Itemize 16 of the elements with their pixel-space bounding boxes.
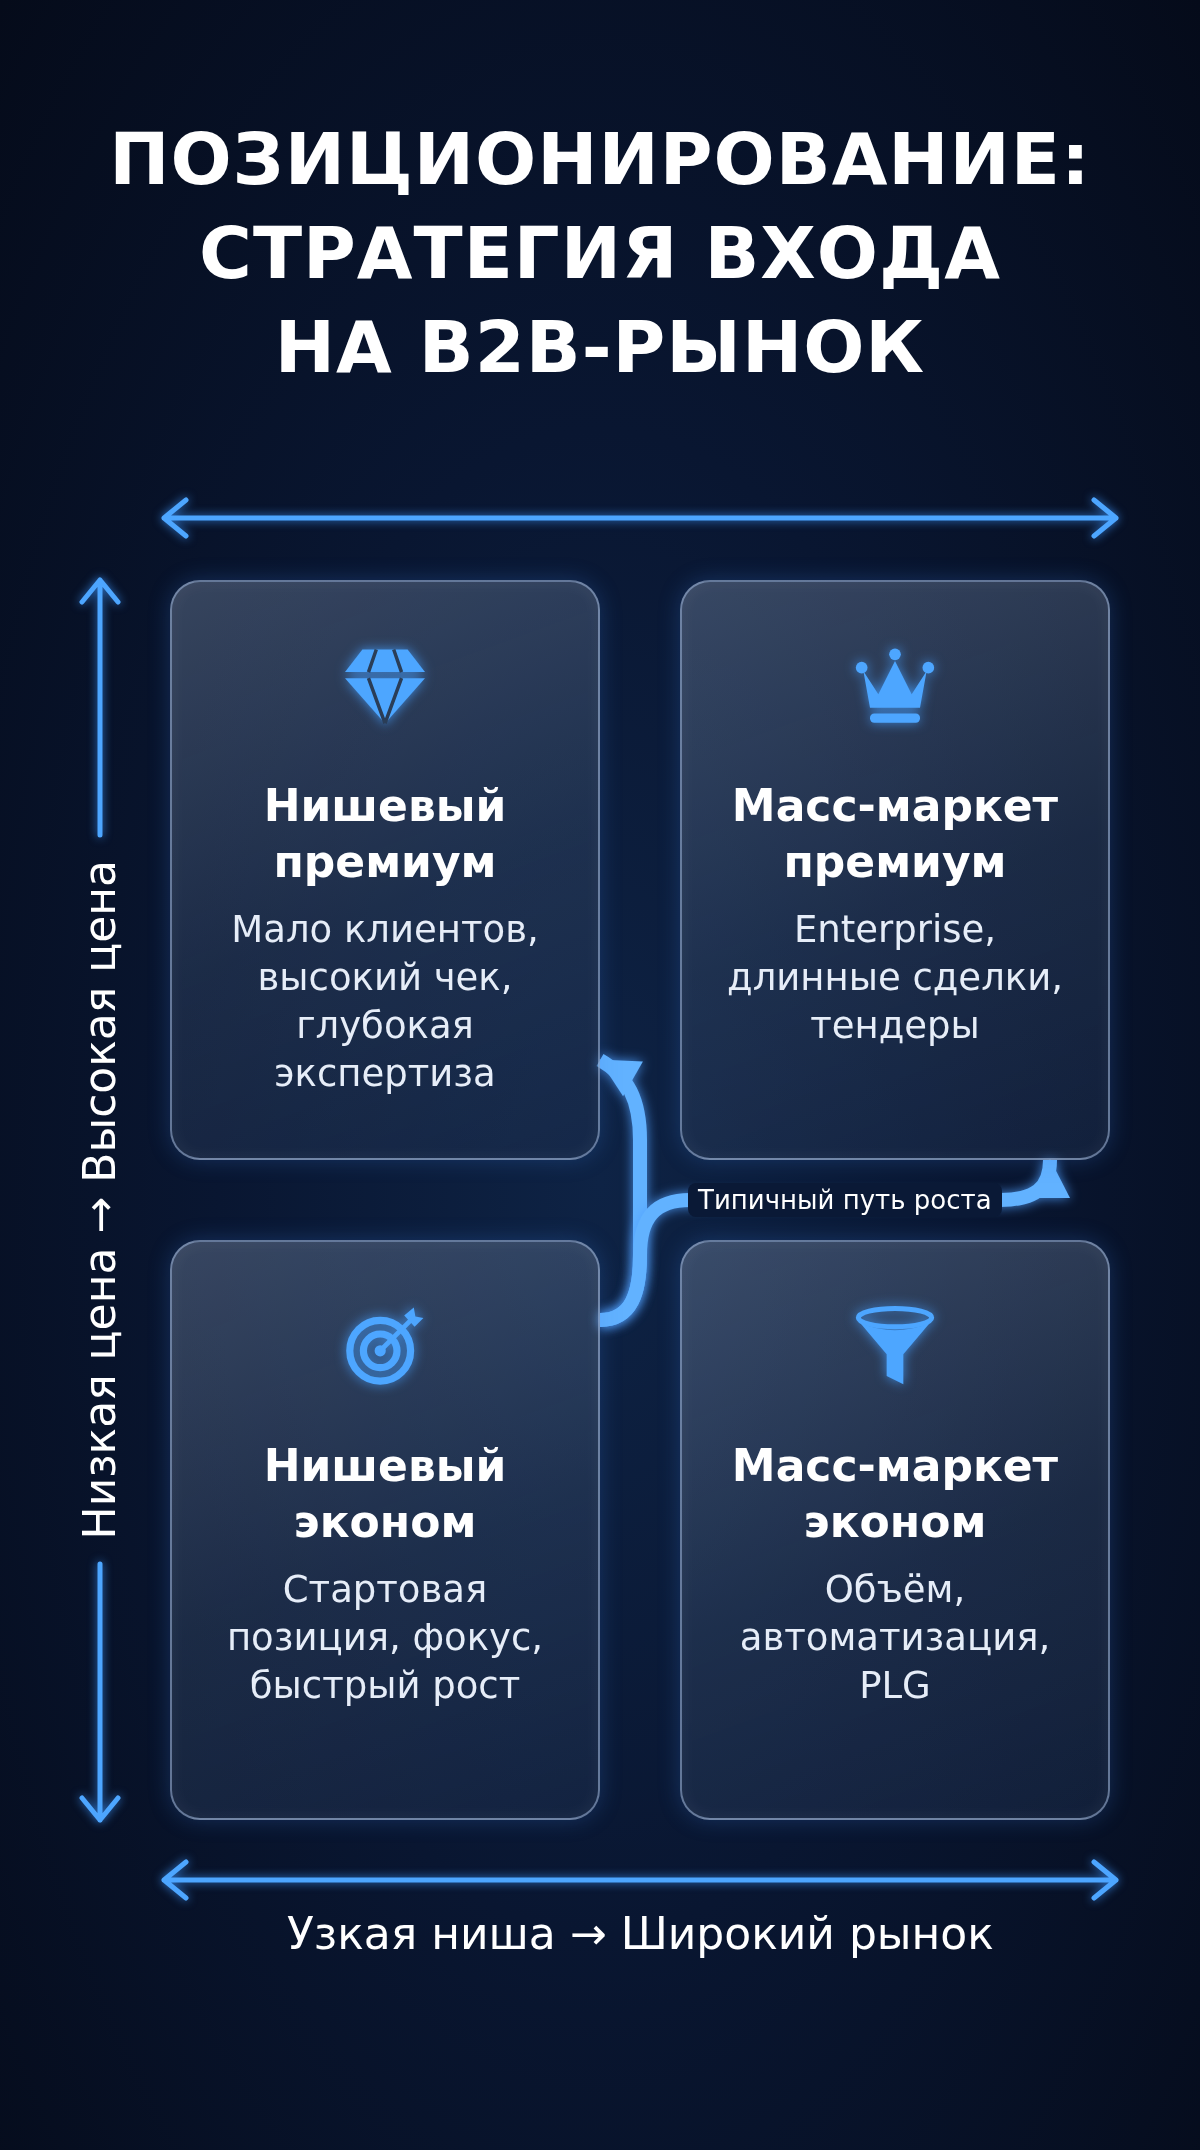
- card-description: Стартовая позиция, фокус, быстрый рост: [225, 1567, 545, 1709]
- card-description: Объём, автоматизация, PLG: [738, 1567, 1052, 1709]
- axis-label: Узкая ниша → Широкий рынок: [287, 1908, 994, 1960]
- edge-label: Типичный путь роста: [688, 1183, 1002, 1217]
- quadrant-card: [680, 1240, 1110, 1820]
- quadrant-card: [680, 580, 1110, 1160]
- title: ПОЗИЦИОНИРОВАНИЕ: СТРАТЕГИЯ ВХОДА НА B2B-РЫНОК: [108, 116, 1092, 391]
- card-heading: Нишевый премиум: [262, 779, 508, 889]
- axis-label: Низкая цена → Высокая цена: [74, 860, 126, 1540]
- card-heading: Масс-маркет премиум: [730, 779, 1060, 889]
- card-heading: Масс-маркет эконом: [730, 1439, 1060, 1549]
- card-heading: Нишевый эконом: [262, 1439, 508, 1549]
- quadrant-card: [170, 1240, 600, 1820]
- quadrant-card: [170, 580, 600, 1160]
- card-description: Enterprise, длинные сделки, тендеры: [726, 907, 1064, 1049]
- card-description: Мало клиентов, высокий чек, глубокая экспертиза: [230, 907, 540, 1097]
